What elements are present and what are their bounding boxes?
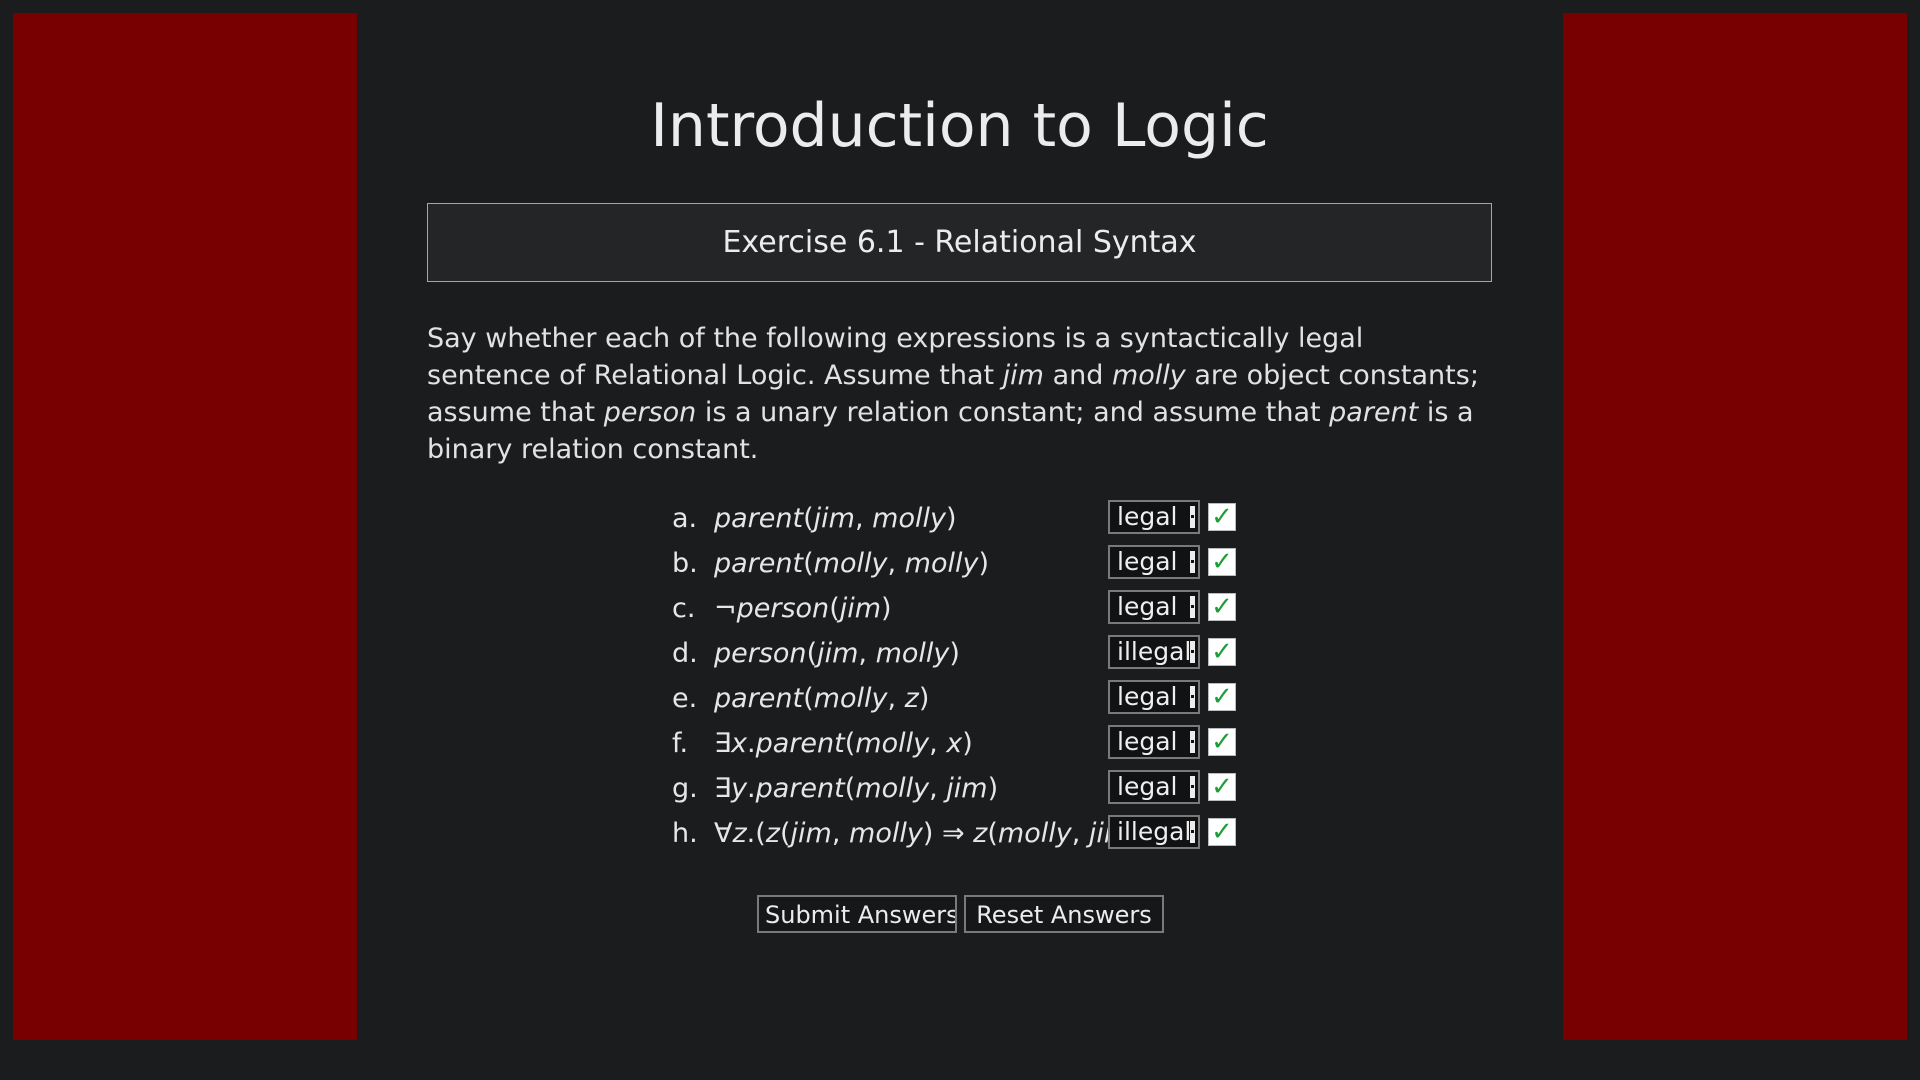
checkmark-icon: ✓: [1208, 818, 1236, 846]
object-constant-molly: molly: [1111, 360, 1186, 391]
page-title: Introduction to Logic: [650, 91, 1269, 161]
object-constant-jim: jim: [1002, 360, 1044, 391]
dropdown-arrow-icon: [1190, 506, 1195, 528]
instructions-text: Say whether each of the following expres…: [427, 320, 1487, 468]
problem-row: a. parent(jim, molly) legal ✓: [672, 500, 1272, 545]
exercise-header: Exercise 6.1 - Relational Syntax: [427, 203, 1492, 282]
right-side-panel: [1563, 13, 1907, 1040]
problem-letter: b.: [672, 548, 698, 579]
checkmark-icon: ✓: [1208, 683, 1236, 711]
problem-row: g. ∃y.parent(molly, jim) legal ✓: [672, 770, 1272, 815]
problem-row: e. parent(molly, z) legal ✓: [672, 680, 1272, 725]
relation-constant-person: person: [603, 397, 697, 428]
instructions-part: is a unary relation constant; and assume…: [696, 397, 1330, 428]
checkmark-icon: ✓: [1208, 728, 1236, 756]
problem-letter: g.: [672, 773, 698, 804]
problem-letter: h.: [672, 818, 698, 849]
answer-select[interactable]: legal: [1108, 680, 1200, 714]
answer-select-value: legal: [1117, 547, 1178, 576]
problem-row: c. ¬person(jim) legal ✓: [672, 590, 1272, 635]
instructions-part: and: [1043, 360, 1112, 391]
problem-letter: e.: [672, 683, 698, 714]
answer-select-value: legal: [1117, 502, 1178, 531]
instructions-part: Say whether each of the following expres…: [427, 323, 1364, 391]
dropdown-arrow-icon: [1190, 596, 1195, 618]
problem-expression: person(jim, molly): [714, 638, 960, 669]
answer-select-value: legal: [1117, 592, 1178, 621]
problem-list: a. parent(jim, molly) legal ✓ b. parent(molly…: [672, 500, 1272, 860]
reset-answers-button[interactable]: Reset Answers: [964, 895, 1164, 933]
problem-expression: parent(molly, z): [714, 683, 930, 714]
checkmark-icon: ✓: [1208, 548, 1236, 576]
answer-select[interactable]: illegal: [1108, 635, 1200, 669]
submit-answers-button[interactable]: Submit Answers: [757, 895, 957, 933]
problem-row: d. person(jim, molly) illegal ✓: [672, 635, 1272, 680]
checkmark-icon: ✓: [1208, 593, 1236, 621]
answer-select[interactable]: legal: [1108, 545, 1200, 579]
instructions-part: are object constants; assume that: [427, 360, 1479, 428]
checkmark-icon: ✓: [1208, 503, 1236, 531]
problem-expression: ¬person(jim): [714, 593, 892, 624]
answer-select[interactable]: legal: [1108, 590, 1200, 624]
problem-row: f. ∃x.parent(molly, x) legal ✓: [672, 725, 1272, 770]
dropdown-arrow-icon: [1190, 641, 1195, 663]
dropdown-arrow-icon: [1190, 821, 1195, 843]
answer-select-value: legal: [1117, 727, 1178, 756]
problem-letter: a.: [672, 503, 698, 534]
answer-select[interactable]: legal: [1108, 500, 1200, 534]
problem-expression: ∃y.parent(molly, jim): [714, 773, 999, 804]
problem-letter: d.: [672, 638, 698, 669]
left-side-panel: [13, 13, 357, 1040]
answer-select-value: legal: [1117, 772, 1178, 801]
answer-select-value: illegal: [1117, 817, 1192, 846]
answer-select-value: legal: [1117, 682, 1178, 711]
dropdown-arrow-icon: [1190, 686, 1195, 708]
instructions-part: is a binary relation constant.: [427, 397, 1474, 465]
relation-constant-parent: parent: [1329, 397, 1419, 428]
problem-letter: f.: [672, 728, 689, 759]
checkmark-icon: ✓: [1208, 638, 1236, 666]
dropdown-arrow-icon: [1190, 551, 1195, 573]
problem-expression: parent(molly, molly): [714, 548, 989, 579]
problem-letter: c.: [672, 593, 696, 624]
problem-row: h. ∀z.(z(jim, molly) ⇒ z(molly, jim))ille…: [672, 815, 1272, 860]
problem-expression: ∃x.parent(molly, x): [714, 728, 973, 759]
exercise-title: Exercise 6.1 - Relational Syntax: [722, 225, 1197, 260]
problem-expression: parent(jim, molly): [714, 503, 957, 534]
problem-expression: ∀z.(z(jim, molly) ⇒ z(molly, jim)): [714, 818, 1151, 849]
dropdown-arrow-icon: [1190, 776, 1195, 798]
answer-select[interactable]: legal: [1108, 725, 1200, 759]
answer-select[interactable]: illegal: [1108, 815, 1200, 849]
answer-select-value: illegal: [1117, 637, 1192, 666]
dropdown-arrow-icon: [1190, 731, 1195, 753]
problem-row: b. parent(molly, molly) legal ✓: [672, 545, 1272, 590]
checkmark-icon: ✓: [1208, 773, 1236, 801]
answer-select[interactable]: legal: [1108, 770, 1200, 804]
